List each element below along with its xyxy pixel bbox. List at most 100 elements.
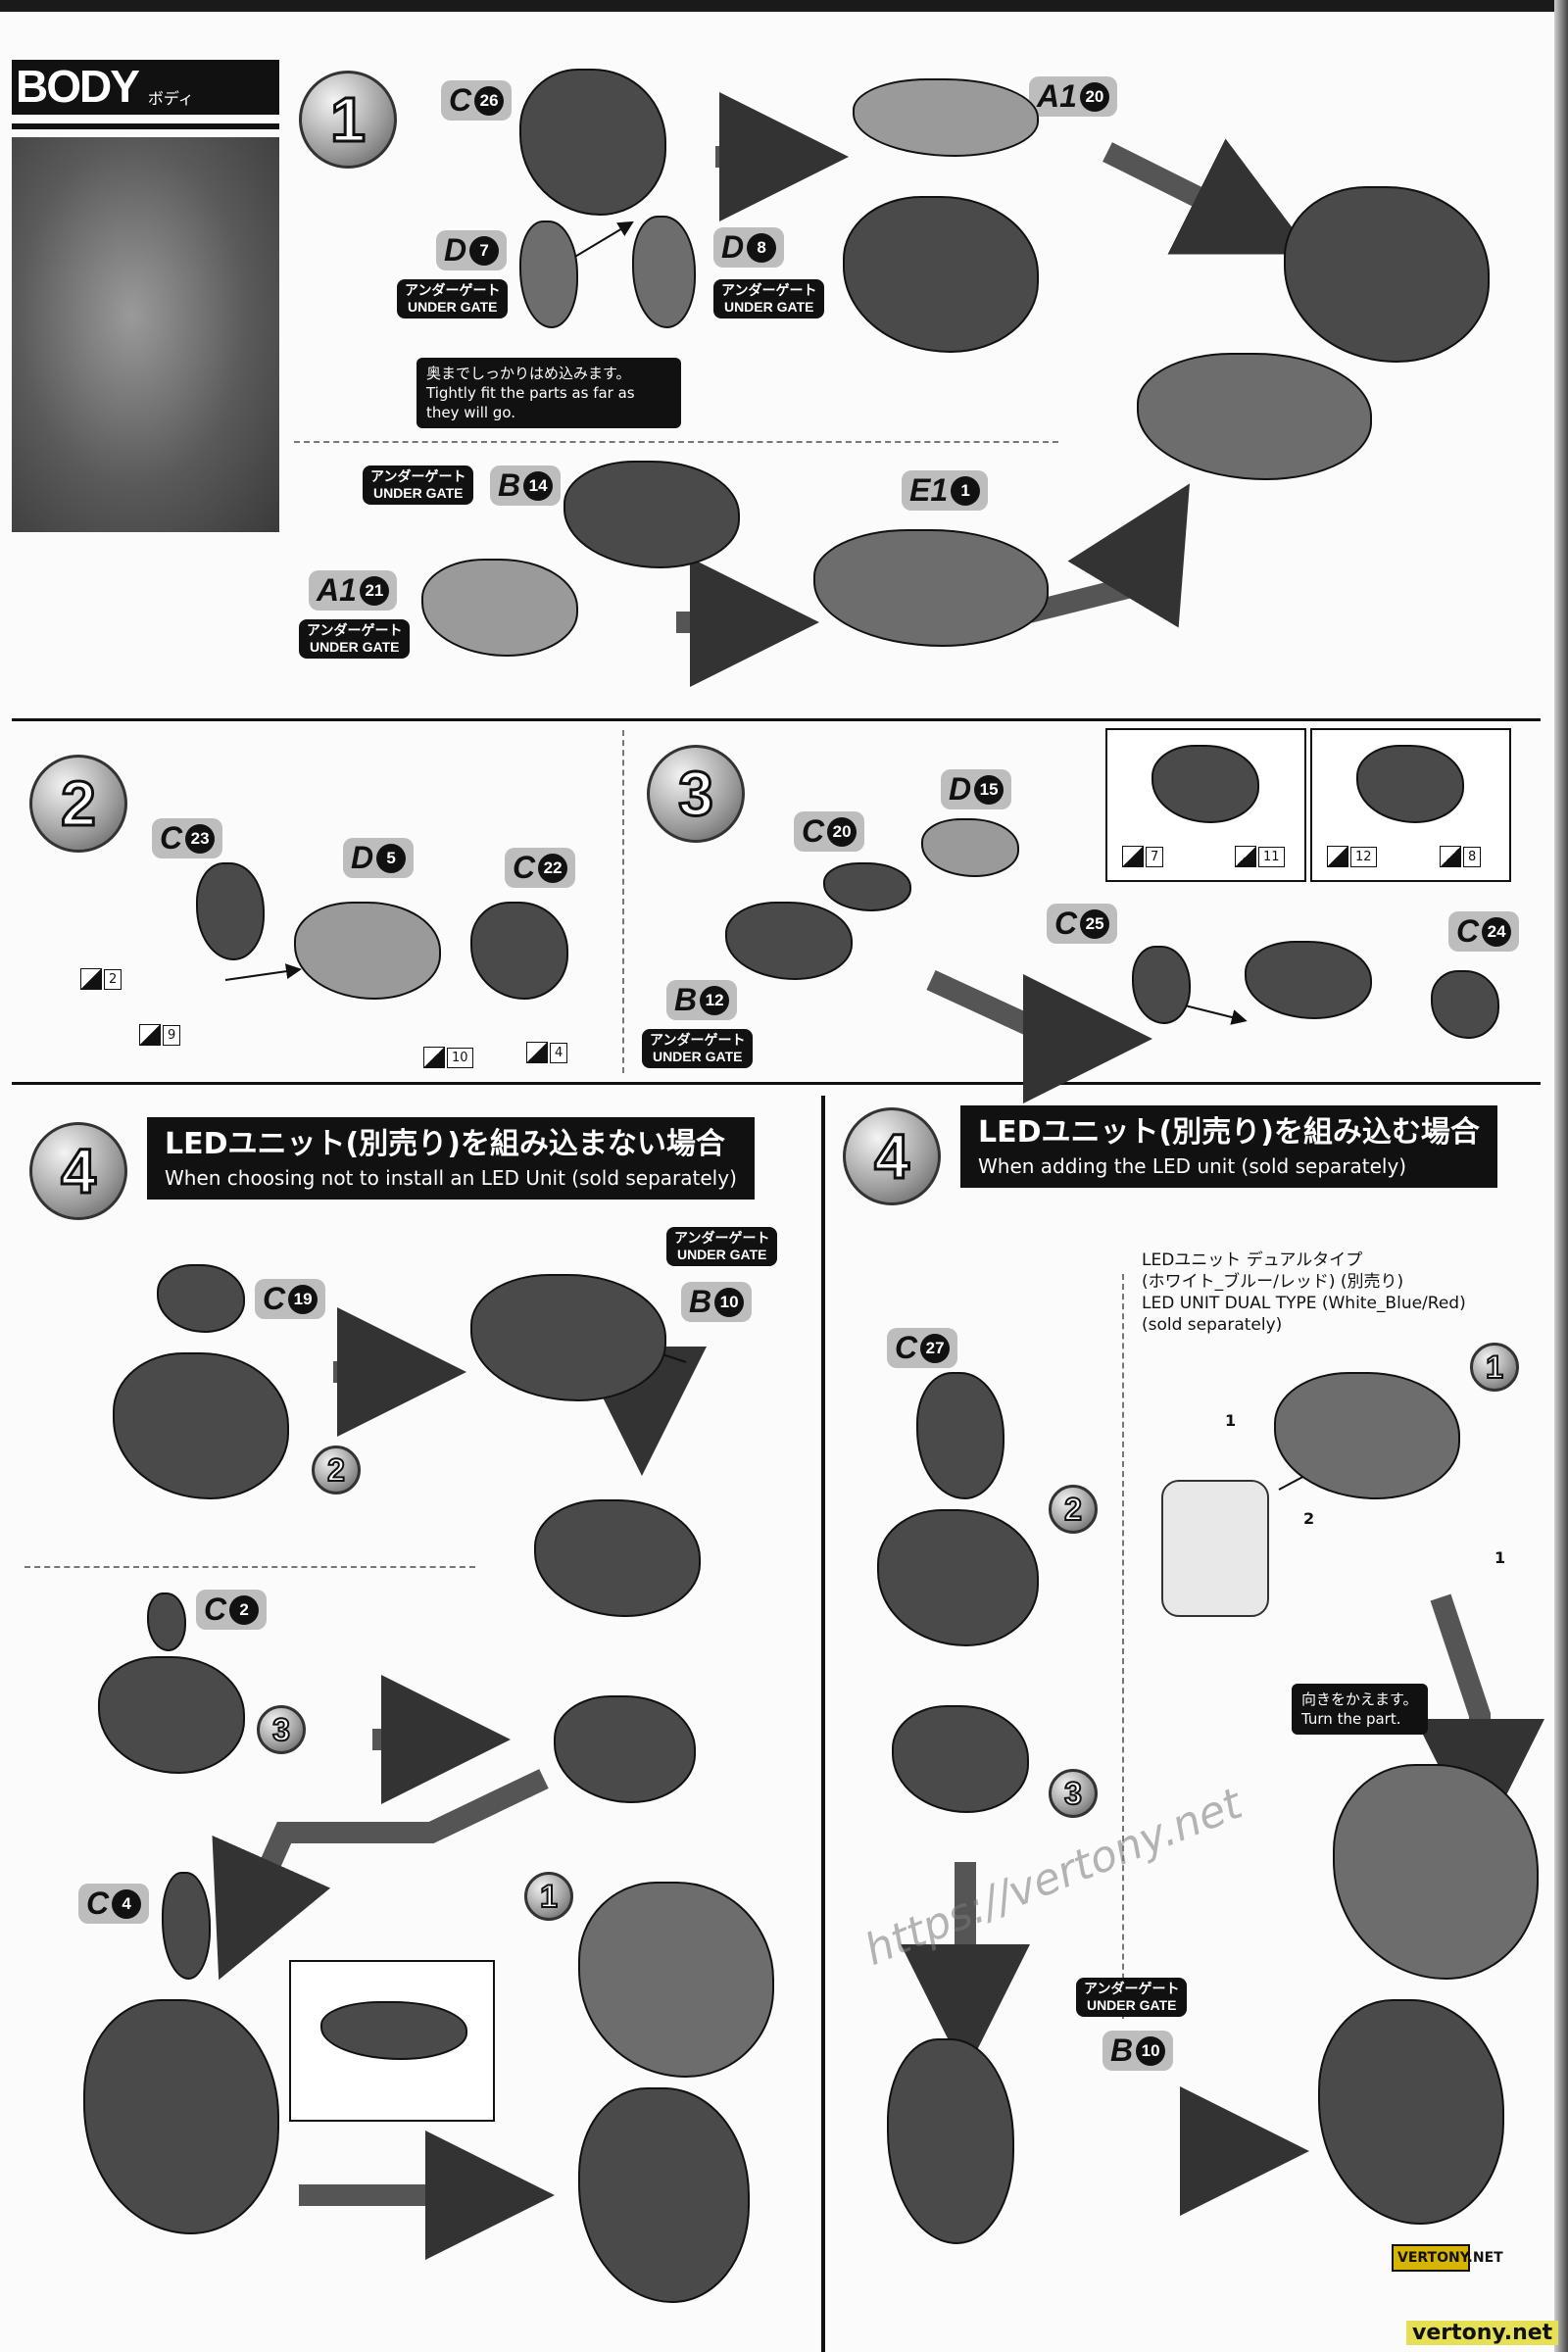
part-assembly: [1284, 186, 1490, 363]
part-d5: [294, 902, 441, 1000]
part-c26: [519, 69, 666, 216]
step-4a-header: LEDユニット(別売り)を組み込まない場合 When choosing not …: [147, 1117, 755, 1200]
part-a1: [421, 559, 578, 657]
divider: [24, 1566, 475, 1568]
part-d7: [519, 220, 578, 328]
led-unit: [1161, 1480, 1269, 1617]
divider: [294, 441, 1058, 443]
top-bar: [0, 0, 1568, 12]
part-detail: [1152, 745, 1259, 823]
part-c25: [1132, 946, 1191, 1024]
part-assembly: [1274, 1372, 1460, 1499]
order-marker: 1: [1225, 1411, 1237, 1430]
part-assembly: [1137, 353, 1372, 480]
body-photo: [12, 137, 279, 532]
part-c23: [196, 862, 265, 960]
part-assembly: [877, 1509, 1039, 1646]
part-c27: [916, 1372, 1004, 1499]
part-c2: [147, 1592, 186, 1651]
part-detail: [320, 2001, 467, 2060]
section-title-jp: ボディ: [147, 89, 194, 108]
cut-callout: 12: [1327, 846, 1377, 867]
part-assembly: [892, 1705, 1029, 1813]
note-callout: 奥までしっかりはめ込みます。Tightly fit the parts as f…: [416, 358, 681, 428]
part-c19: [157, 1264, 245, 1333]
ref-badge: 3: [1049, 1769, 1098, 1818]
step-4a-title-jp: LEDユニット(別売り)を組み込まない場合: [165, 1127, 725, 1161]
ref-badge: 3: [257, 1705, 306, 1754]
divider: [821, 1096, 825, 2352]
led-unit-label: LEDユニット デュアルタイプ(ホワイト_ブルー/レッド) (別売り) LED …: [1142, 1250, 1466, 1335]
part-d15: [921, 818, 1019, 877]
step-4b-title-jp: LEDユニット(別売り)を組み込む場合: [978, 1115, 1480, 1150]
ref-badge: 1: [1470, 1343, 1519, 1392]
part-assembly: [113, 1352, 289, 1499]
divider: [12, 1082, 1541, 1085]
ref-badge: 2: [312, 1446, 361, 1494]
cut-callout: 9: [139, 1024, 181, 1046]
step-4a-title-en: When choosing not to install an LED Unit…: [165, 1166, 737, 1190]
ref-badge: 1: [524, 1872, 573, 1921]
part-assembly: [554, 1695, 696, 1803]
divider: [622, 730, 624, 1073]
cut-callout: 11: [1235, 846, 1285, 867]
step-4-badge: 4: [29, 1122, 127, 1220]
step-4b-title-en: When adding the LED unit (sold separatel…: [978, 1154, 1407, 1178]
part-d8: [632, 216, 696, 328]
part-assembly: [578, 2087, 750, 2303]
step-3-badge: 3: [647, 745, 745, 843]
part-assembly: [470, 1274, 666, 1401]
ref-badge: 2: [1049, 1485, 1098, 1534]
part-a1: [853, 78, 1039, 157]
cut-callout: 4: [526, 1042, 568, 1063]
section-header: BODY ボディ: [12, 60, 279, 115]
part-assembly: [1318, 1999, 1504, 2225]
divider: [12, 718, 1541, 721]
step-4-badge: 4: [843, 1107, 941, 1205]
part-assembly: [534, 1499, 701, 1617]
part-assembly: [98, 1656, 245, 1774]
detail-inset: [289, 1960, 495, 2122]
part-detail: [1356, 745, 1464, 823]
page-edge: [1554, 0, 1568, 2352]
section-title: BODY: [16, 61, 140, 112]
part-assembly: [887, 2038, 1014, 2244]
step-1-badge: 1: [299, 71, 397, 169]
step-4b-header: LEDユニット(別売り)を組み込む場合 When adding the LED …: [960, 1105, 1497, 1188]
part-assembly: [813, 529, 1049, 647]
order-marker: 1: [1494, 1548, 1506, 1567]
part-assembly: [843, 196, 1039, 353]
part-assembly: [1245, 941, 1372, 1019]
step-2-badge: 2: [29, 755, 127, 853]
part-c22: [470, 902, 568, 1000]
part-c4: [162, 1872, 211, 1980]
part-assembly: [83, 1999, 279, 2234]
cut-callout: 10: [423, 1047, 473, 1068]
divider: [1122, 1274, 1124, 2019]
part-c24: [1431, 970, 1499, 1039]
